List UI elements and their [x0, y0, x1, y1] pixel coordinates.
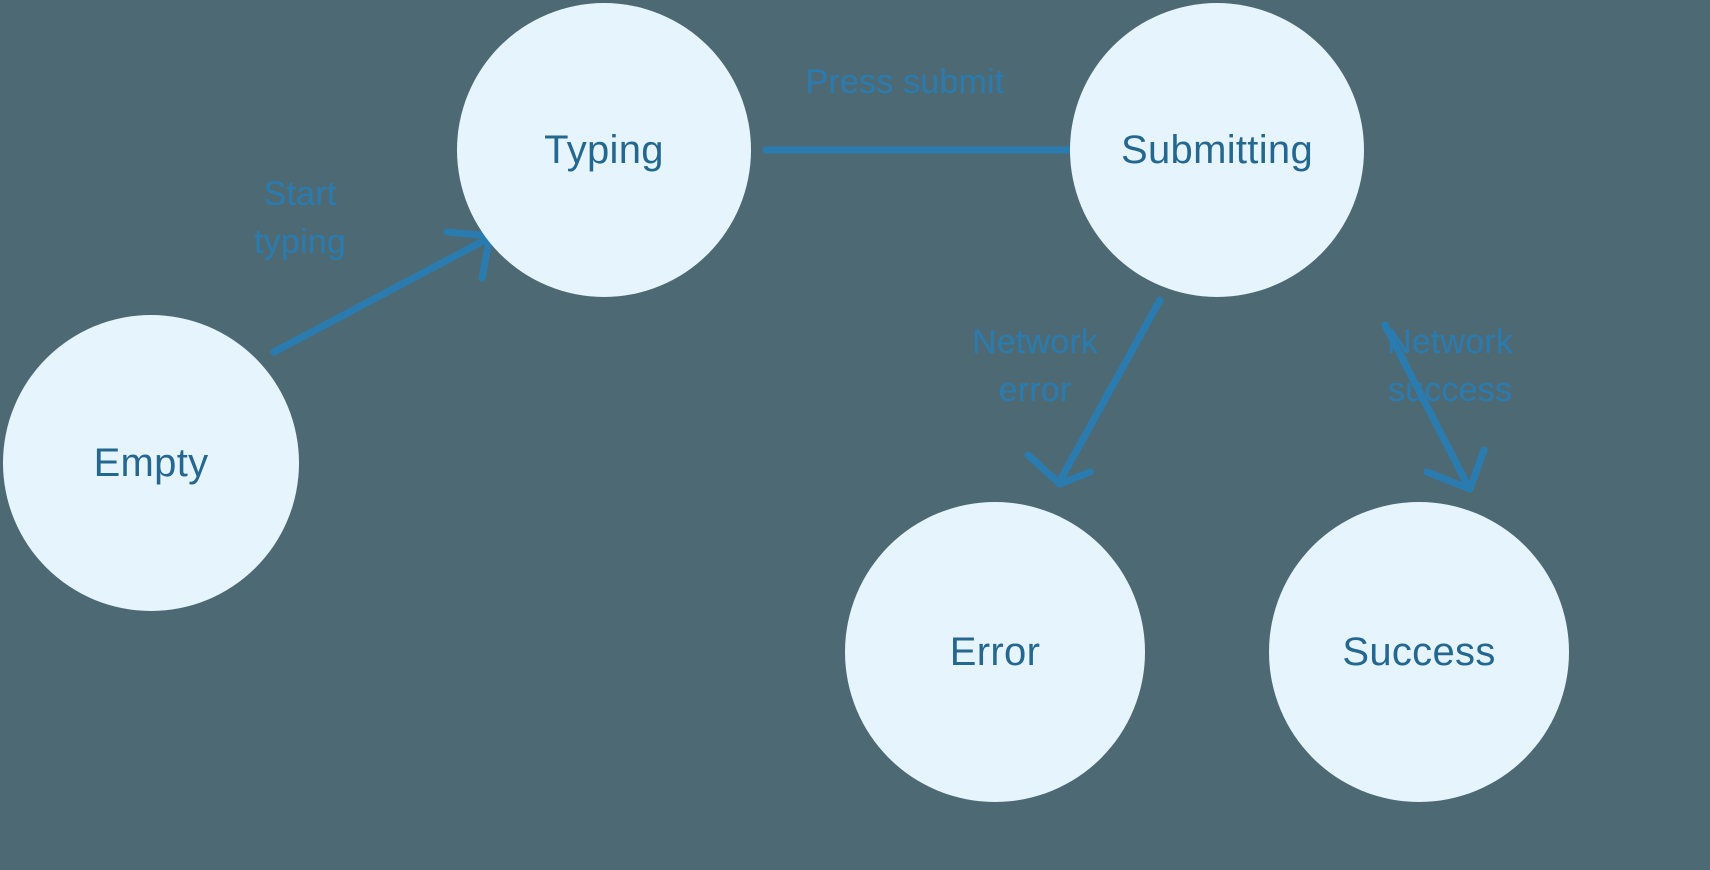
state-node-error-label: Error — [949, 630, 1041, 674]
state-node-error[interactable]: Error — [845, 502, 1145, 802]
state-node-submitting[interactable]: Submitting — [1070, 3, 1364, 297]
state-node-empty-label: Empty — [93, 441, 209, 485]
state-node-success-label: Success — [1342, 630, 1496, 674]
state-node-empty[interactable]: Empty — [3, 315, 299, 611]
state-node-typing-label: Typing — [544, 128, 664, 172]
state-node-typing[interactable]: Typing — [457, 3, 751, 297]
state-node-submitting-label: Submitting — [1121, 128, 1313, 172]
edge-label-start-typing: Start typing — [254, 175, 346, 262]
edge-submitting-to-success — [1381, 321, 1488, 493]
edge-label-network-error: Network error — [971, 323, 1099, 410]
edge-label-network-success: Network success — [1386, 323, 1514, 410]
edge-submitting-to-error — [1024, 296, 1164, 488]
edge-label-press-submit: Press submit — [805, 63, 1005, 101]
state-node-success[interactable]: Success — [1269, 502, 1569, 802]
